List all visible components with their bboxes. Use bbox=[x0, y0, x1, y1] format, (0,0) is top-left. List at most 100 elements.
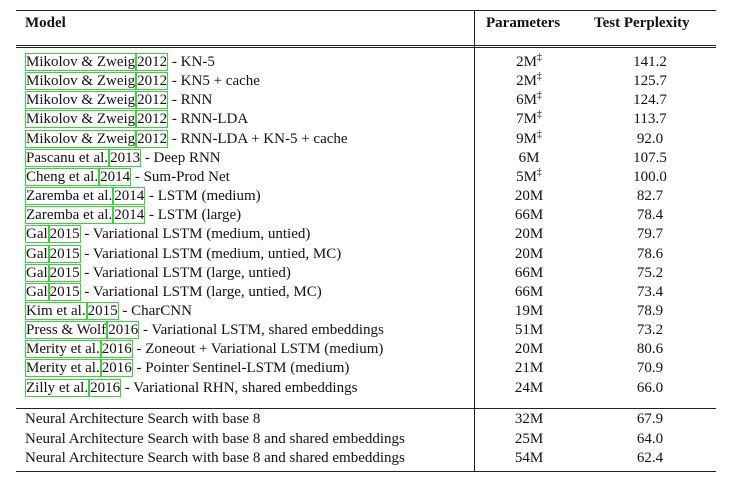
table-row: Merity et al.2016 - Pointer Sentinel-LST… bbox=[16, 358, 716, 378]
header-test-perplexity: Test Perplexity bbox=[594, 15, 690, 31]
parameters-cell: 2M‡ bbox=[474, 71, 584, 91]
header-model: Model bbox=[25, 15, 66, 31]
dagger-mark: ‡ bbox=[536, 128, 542, 140]
parameters-cell: 5M‡ bbox=[474, 167, 584, 187]
citation-authors-link[interactable]: Merity et al. bbox=[25, 359, 101, 378]
citation-authors-link[interactable]: Kim et al. bbox=[25, 301, 87, 320]
perplexity-cell: 80.6 bbox=[636, 341, 664, 358]
model-description: - Variational LSTM (medium, untied, MC) bbox=[80, 245, 342, 262]
citation-year-link[interactable]: 2012 bbox=[136, 91, 169, 110]
model-description: - Variational LSTM (large, untied, MC) bbox=[80, 283, 322, 300]
citation-year-link[interactable]: 2014 bbox=[113, 206, 146, 225]
model-cell: Zaremba et al.2014 - LSTM (medium) bbox=[25, 186, 261, 206]
perplexity-cell: 79.7 bbox=[636, 226, 664, 243]
perplexity-cell: 113.7 bbox=[633, 111, 667, 128]
bottom-rule bbox=[16, 471, 716, 472]
citation-authors-link[interactable]: Mikolov & Zweig bbox=[25, 129, 137, 148]
perplexity-cell: 78.4 bbox=[636, 207, 664, 224]
table-row: Zilly et al.2016 - Variational RHN, shar… bbox=[16, 378, 716, 398]
citation-year-link[interactable]: 2013 bbox=[109, 148, 142, 167]
citation-year-link[interactable]: 2015 bbox=[48, 225, 81, 244]
parameters-value: 7M bbox=[516, 111, 537, 128]
parameters-value: 20M bbox=[514, 341, 544, 358]
model-cell: Neural Architecture Search with base 8 bbox=[25, 411, 261, 427]
parameters-cell: 66M bbox=[474, 263, 584, 283]
parameters-value: 66M bbox=[514, 264, 544, 281]
citation-year-link[interactable]: 2015 bbox=[86, 301, 119, 320]
column-divider bbox=[474, 10, 475, 408]
citation-year-link[interactable]: 2014 bbox=[113, 187, 146, 206]
citation-authors-link[interactable]: Pascanu et al. bbox=[25, 148, 110, 167]
model-cell: Kim et al.2015 - CharCNN bbox=[25, 301, 192, 321]
citation-year-link[interactable]: 2015 bbox=[48, 282, 81, 301]
perplexity-cell: 100.0 bbox=[633, 168, 667, 185]
parameters-cell: 66M bbox=[474, 205, 584, 225]
parameters-cell: 32M bbox=[514, 411, 544, 427]
parameters-cell: 20M bbox=[474, 339, 584, 359]
parameters-cell: 7M‡ bbox=[474, 109, 584, 129]
parameters-cell: 24M bbox=[474, 378, 584, 398]
citation-year-link[interactable]: 2012 bbox=[136, 110, 169, 129]
model-description: - Variational LSTM, shared embeddings bbox=[139, 322, 384, 339]
top-rule bbox=[16, 10, 716, 11]
parameters-value: 20M bbox=[514, 245, 544, 262]
parameters-cell: 66M bbox=[474, 282, 584, 302]
citation-authors-link[interactable]: Press & Wolf bbox=[25, 321, 108, 340]
citation-year-link[interactable]: 2016 bbox=[107, 321, 140, 340]
parameters-cell: 20M bbox=[474, 186, 584, 206]
citation-year-link[interactable]: 2012 bbox=[136, 129, 169, 148]
citation-year-link[interactable]: 2016 bbox=[100, 359, 133, 378]
parameters-value: 24M bbox=[514, 379, 544, 396]
citation-authors-link[interactable]: Zaremba et al. bbox=[25, 206, 114, 225]
citation-authors-link[interactable]: Gal bbox=[25, 244, 49, 263]
citation-year-link[interactable]: 2015 bbox=[48, 263, 81, 282]
parameters-value: 2M bbox=[516, 73, 537, 90]
citation-authors-link[interactable]: Merity et al. bbox=[25, 340, 101, 359]
citation-authors-link[interactable]: Cheng et al. bbox=[25, 167, 100, 186]
citation-authors-link[interactable]: Mikolov & Zweig bbox=[25, 91, 137, 110]
perplexity-cell: 92.0 bbox=[636, 130, 664, 147]
citation-year-link[interactable]: 2014 bbox=[99, 167, 132, 186]
citation-year-link[interactable]: 2016 bbox=[89, 378, 122, 397]
perplexity-cell: 64.0 bbox=[636, 430, 664, 447]
parameters-value: 6M bbox=[518, 149, 540, 166]
parameters-value: 5M bbox=[516, 168, 537, 185]
model-description: - Variational LSTM (medium, untied) bbox=[80, 226, 311, 243]
citation-year-link[interactable]: 2012 bbox=[136, 53, 169, 71]
header-rule-double bbox=[16, 47, 716, 48]
citation-year-link[interactable]: 2016 bbox=[100, 340, 133, 359]
perplexity-cell: 73.2 bbox=[636, 322, 664, 339]
citation-year-link[interactable]: 2012 bbox=[136, 72, 169, 91]
model-description: - Zoneout + Variational LSTM (medium) bbox=[132, 341, 384, 358]
citation-authors-link[interactable]: Mikolov & Zweig bbox=[25, 110, 137, 129]
citation-authors-link[interactable]: Mikolov & Zweig bbox=[25, 53, 137, 71]
citation-authors-link[interactable]: Zaremba et al. bbox=[25, 187, 114, 206]
citation-authors-link[interactable]: Gal bbox=[25, 282, 49, 301]
parameters-cell: 19M bbox=[474, 301, 584, 321]
citation-authors-link[interactable]: Gal bbox=[25, 263, 49, 282]
citation-authors-link[interactable]: Zilly et al. bbox=[25, 378, 90, 397]
citation-year-link[interactable]: 2015 bbox=[48, 244, 81, 263]
model-description: - Variational RHN, shared embeddings bbox=[121, 379, 358, 396]
perplexity-cell: 78.6 bbox=[636, 245, 664, 262]
column-divider bbox=[474, 408, 475, 471]
parameters-value: 20M bbox=[514, 188, 544, 205]
citation-authors-link[interactable]: Gal bbox=[25, 225, 49, 244]
citation-authors-link[interactable]: Mikolov & Zweig bbox=[25, 72, 137, 91]
model-cell: Cheng et al.2014 - Sum-Prod Net bbox=[25, 167, 230, 187]
perplexity-cell: 125.7 bbox=[633, 73, 667, 90]
parameters-cell: 20M bbox=[474, 244, 584, 264]
dagger-mark: ‡ bbox=[536, 166, 542, 178]
model-description: - LSTM (medium) bbox=[145, 188, 261, 205]
dagger-mark: ‡ bbox=[536, 71, 542, 83]
parameters-cell: 21M bbox=[474, 358, 584, 378]
